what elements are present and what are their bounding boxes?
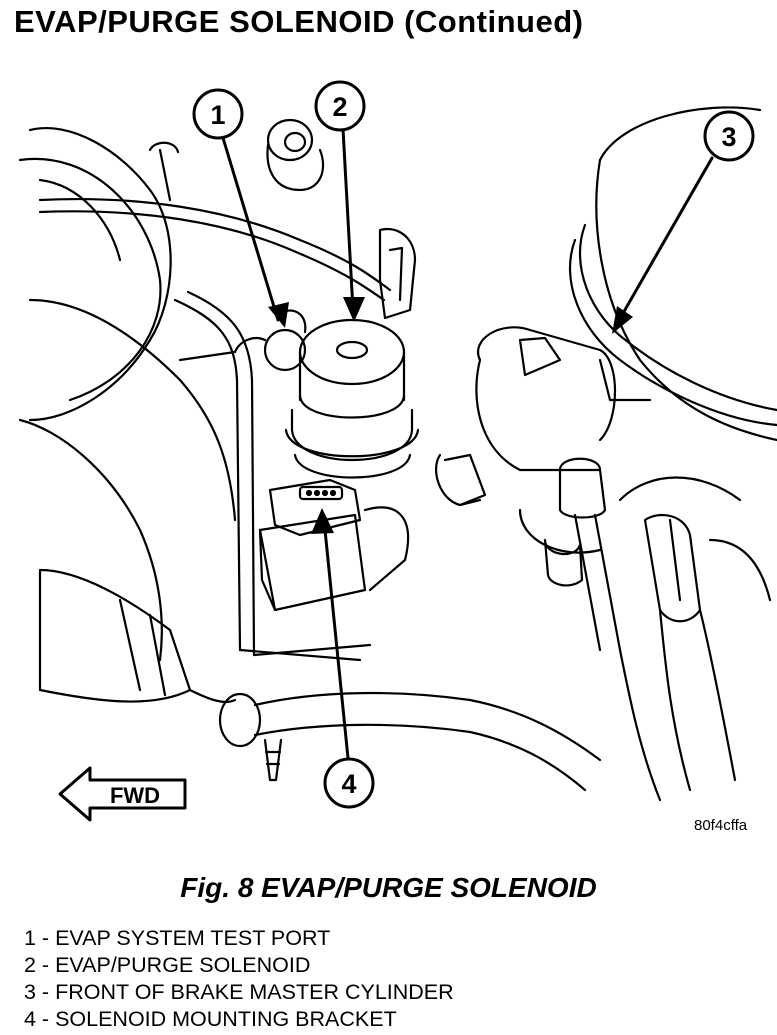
legend-item-1: 1 - EVAP SYSTEM TEST PORT (24, 926, 331, 950)
air-cleaner-housing (18, 127, 237, 662)
purge-solenoid (284, 318, 420, 479)
solenoid-connector (258, 478, 410, 612)
vacuum-hose (38, 141, 392, 302)
callout-4-label: 4 (341, 769, 356, 799)
fwd-label: FWD (110, 783, 160, 808)
brake-line-fittings (435, 326, 622, 652)
legend-item-2: 2 - EVAP/PURGE SOLENOID (24, 953, 311, 977)
callout-4: 4 (323, 757, 375, 809)
callout-1: 1 (192, 88, 244, 140)
callout-leaders (221, 127, 714, 760)
harness-connector-left (38, 568, 602, 792)
callout-arrowheads (268, 297, 633, 534)
mounting-bracket (173, 290, 372, 662)
evap-test-port (178, 309, 307, 372)
page-title: EVAP/PURGE SOLENOID (Continued) (14, 4, 584, 39)
callout-2: 2 (314, 80, 366, 132)
callout-2-label: 2 (332, 92, 347, 122)
figure-caption: Fig. 8 EVAP/PURGE SOLENOID (180, 872, 597, 903)
fwd-arrow-icon: FWD (58, 766, 187, 822)
evap-solenoid-illustration: 1 2 3 4 FWD (0, 80, 777, 850)
figure-code: 80f4cffa (694, 817, 748, 834)
wiring-harness-right (618, 513, 772, 802)
figure-legend: 1 - EVAP SYSTEM TEST PORT 2 - EVAP/PURGE… (24, 925, 454, 1033)
callout-1-label: 1 (210, 100, 225, 130)
hose-fitting (266, 118, 417, 320)
brake-master-cylinder (568, 106, 777, 502)
callout-3: 3 (703, 110, 755, 162)
legend-item-3: 3 - FRONT OF BRAKE MASTER CYLINDER (24, 980, 454, 1004)
callout-3-label: 3 (721, 122, 736, 152)
legend-item-4: 4 - SOLENOID MOUNTING BRACKET (24, 1007, 397, 1031)
